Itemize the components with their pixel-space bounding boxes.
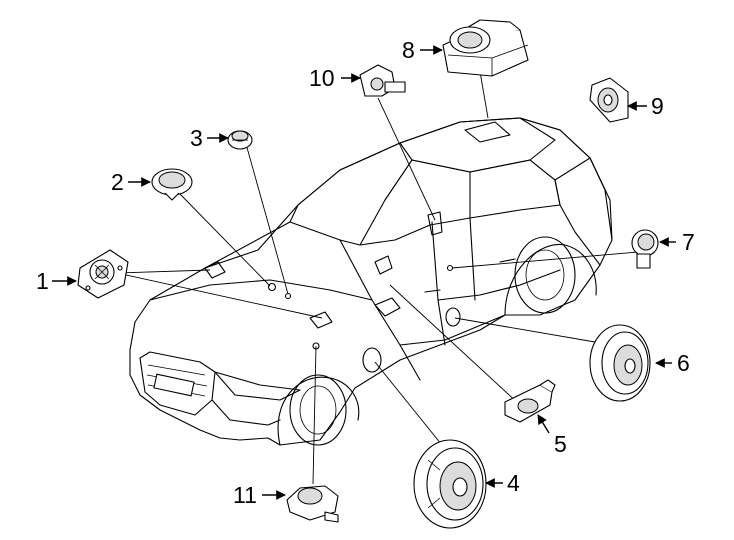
part-9-tweeter-housing: [589, 77, 629, 123]
callout-11: 11: [233, 482, 257, 508]
callout-10: 10: [309, 65, 335, 91]
part-8-subwoofer-box: [442, 19, 529, 77]
callout-arrows: [52, 45, 676, 500]
leader-lines: [116, 59, 639, 485]
callout-9: 9: [651, 93, 664, 119]
part-1-tweeter-bracket: [77, 249, 129, 299]
part-5-speaker-bracket: [504, 379, 556, 423]
callout-4: 4: [507, 470, 520, 496]
callout-5: 5: [554, 431, 567, 457]
part-2-tweeter-speaker: [151, 168, 193, 201]
part-11-center-speaker: [286, 485, 339, 523]
callout-3: 3: [190, 125, 203, 151]
callout-8: 8: [402, 37, 415, 63]
part-6-rear-speaker: [589, 324, 651, 402]
part-4-door-speaker: [413, 439, 487, 529]
callout-numbers: 1 2 3 4 5 6 7 8 9 10 11: [36, 37, 695, 508]
part-7-tweeter: [631, 229, 659, 269]
callout-6: 6: [677, 350, 690, 376]
car-illustration: [129, 117, 613, 446]
callout-2: 2: [111, 169, 124, 195]
callout-7: 7: [682, 229, 695, 255]
callout-1: 1: [36, 268, 49, 294]
part-3-small-tweeter: [227, 130, 253, 150]
part-10-bracket: [359, 64, 406, 97]
